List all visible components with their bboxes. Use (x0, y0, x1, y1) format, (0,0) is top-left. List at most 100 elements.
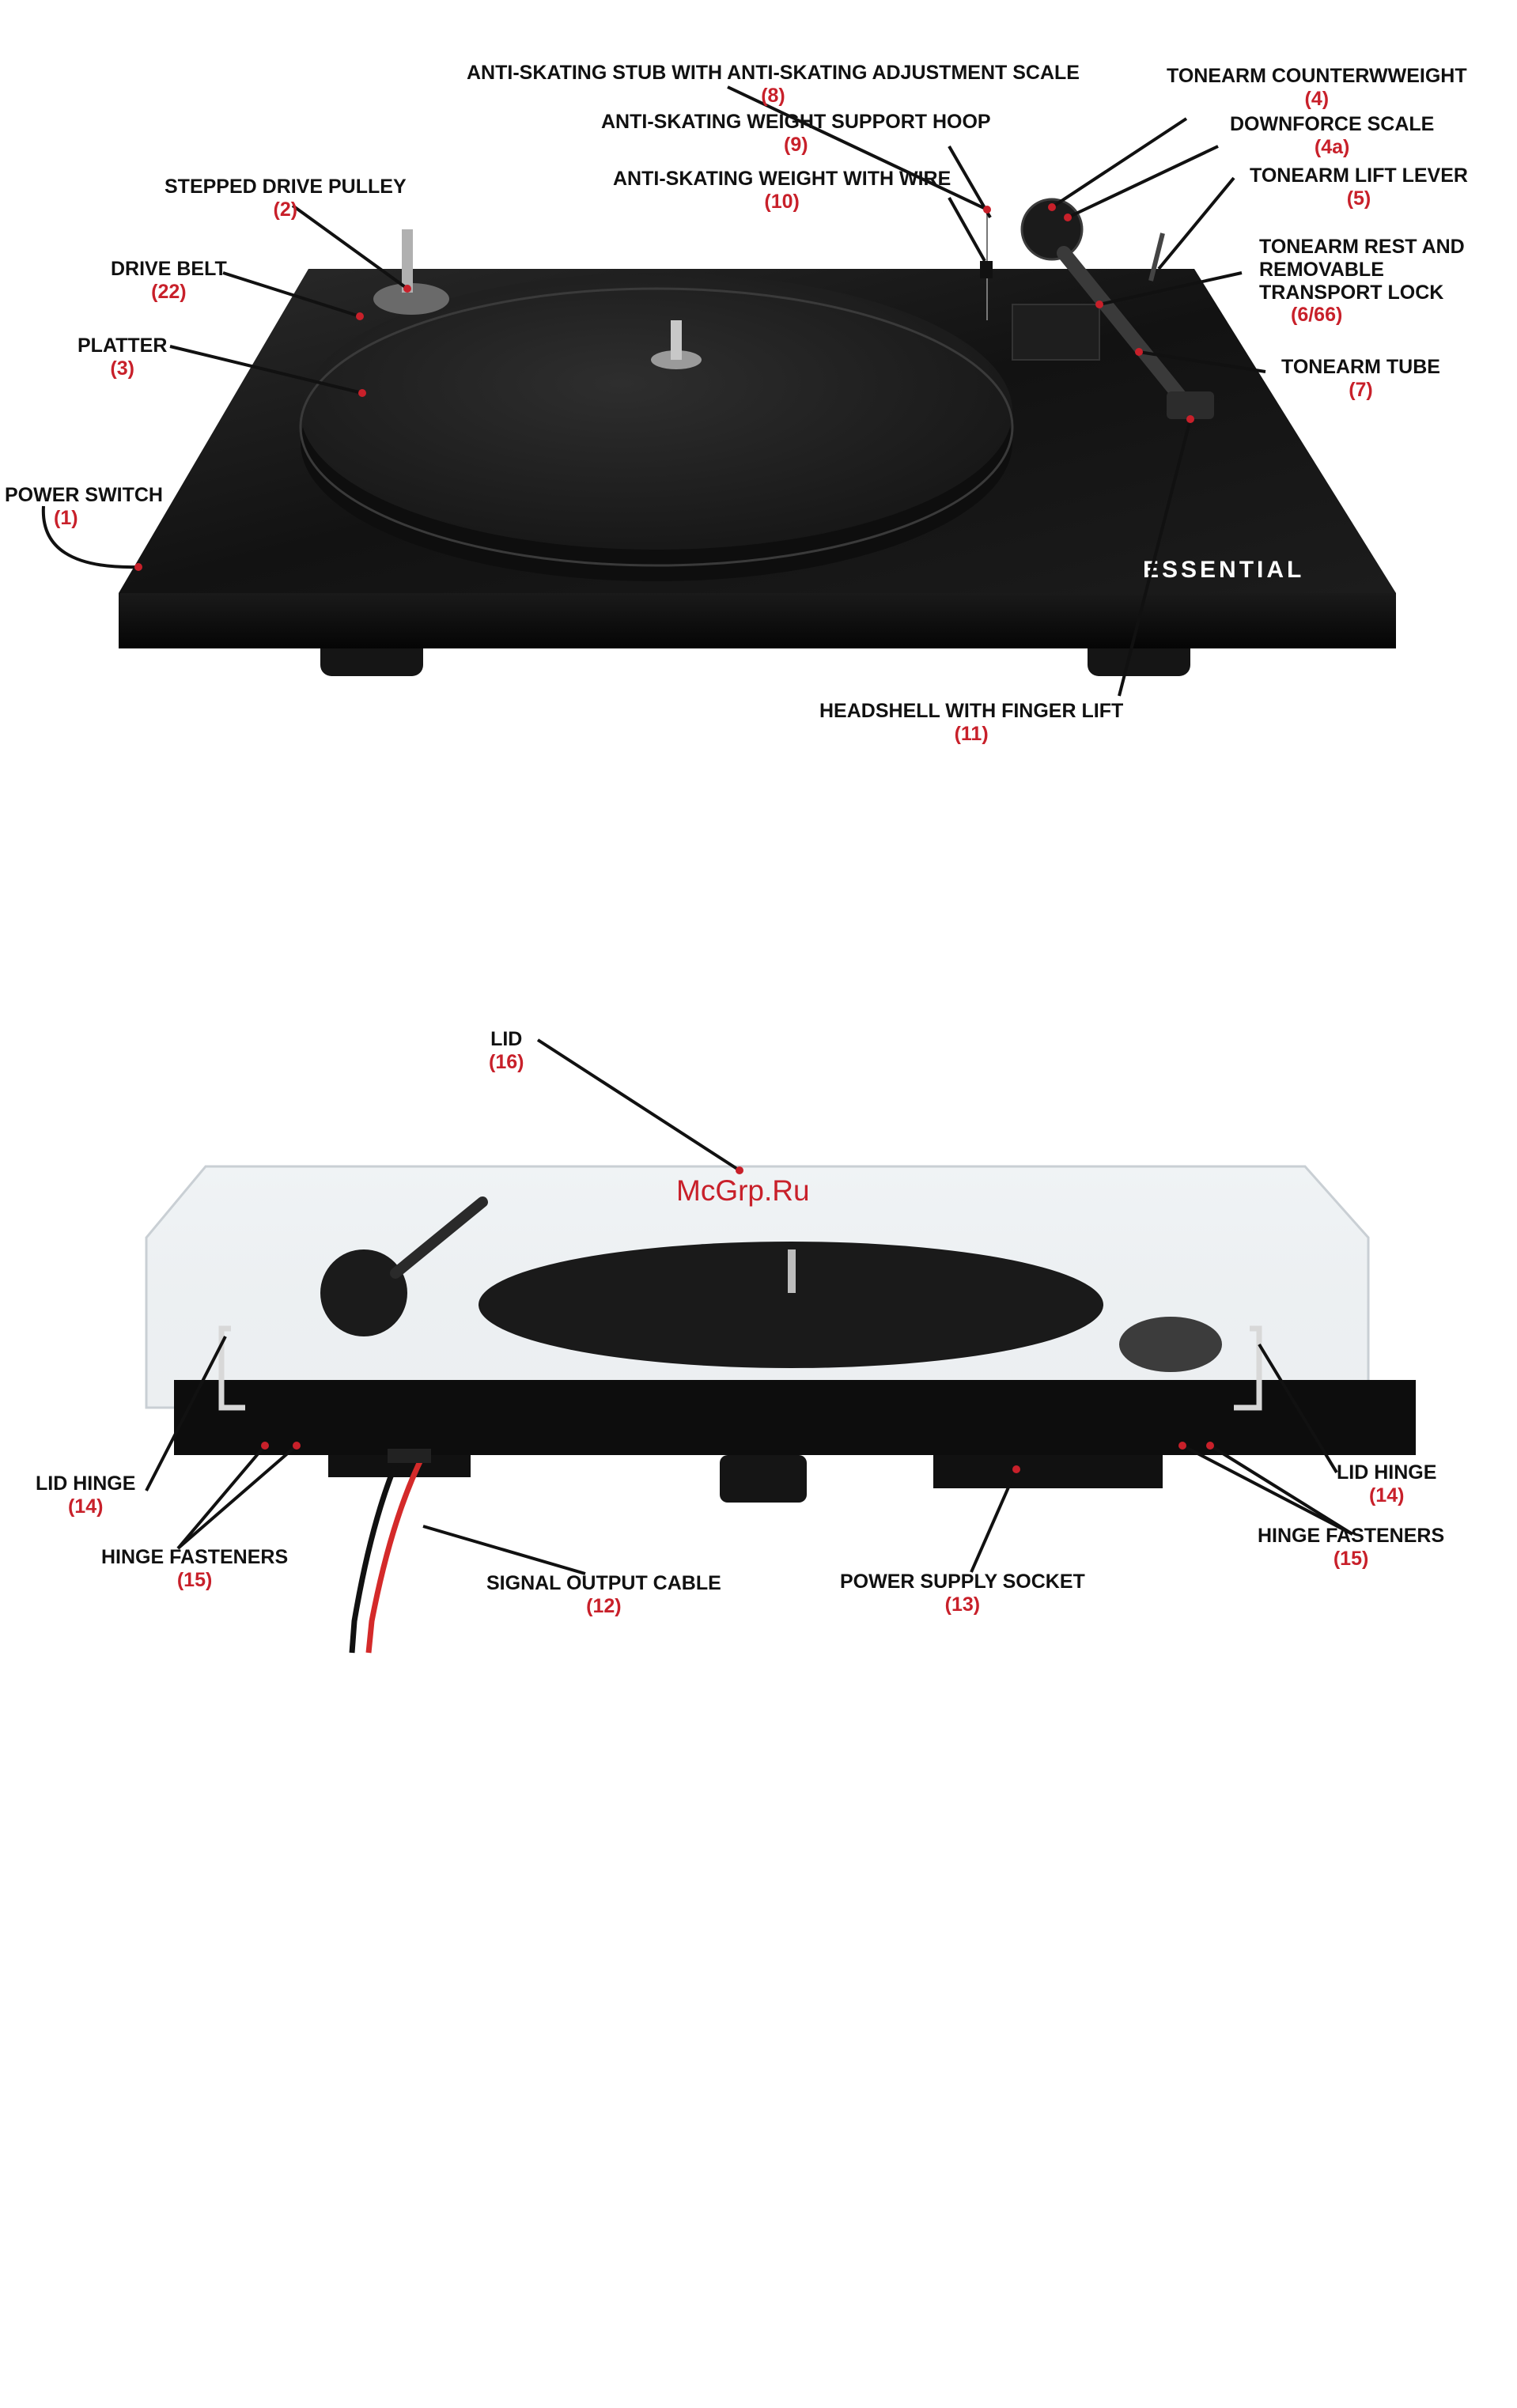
label-title: HINGE FASTENERS (101, 1546, 289, 1568)
rear-tonearm-tube (390, 1196, 488, 1279)
label-number: (10) (764, 190, 800, 213)
label-headshell: HEADSHELL WITH FINGER LIFT (11) (819, 700, 1123, 746)
tonearm-base (1012, 304, 1100, 361)
leader-fasteners-left-b (176, 1444, 298, 1550)
label-number: (6/66) (1291, 304, 1343, 327)
label-title: TONEARM LIFT LEVER (1250, 164, 1468, 187)
leader-lift-lever (1157, 176, 1235, 270)
dot-platter (358, 389, 366, 397)
leader-lid (536, 1038, 741, 1172)
spindle (671, 320, 682, 360)
leader-fasteners-right-b (1209, 1444, 1354, 1536)
dot-rest (1095, 301, 1103, 308)
leader-lines-top (41, 85, 1266, 697)
dot-fastener-right-a (1178, 1442, 1186, 1450)
leader-weight (948, 197, 986, 262)
label-number: (1) (54, 506, 78, 529)
label-power-switch: POWER SWITCH (1) (5, 484, 163, 530)
headshell (1167, 391, 1214, 419)
label-title: DOWNFORCE SCALE (1230, 113, 1435, 135)
label-lid-hinge-left: LID HINGE (14) (36, 1472, 135, 1518)
label-title: ANTI-SKATING WEIGHT SUPPORT HOOP (601, 111, 991, 133)
rear-plinth (174, 1380, 1416, 1455)
leader-tonearm-tube (1138, 350, 1266, 373)
label-signal-output-cable: SIGNAL OUTPUT CABLE (12) (486, 1572, 721, 1618)
label-tonearm-lift-lever: TONEARM LIFT LEVER (5) (1250, 164, 1468, 210)
leader-lid-hinge-left (145, 1336, 227, 1491)
leader-counterweight (1050, 117, 1188, 209)
label-title: TONEARM COUNTERWWEIGHT (1167, 65, 1467, 87)
dot-headshell (1186, 415, 1194, 423)
label-title: HEADSHELL WITH FINGER LIFT (819, 700, 1124, 722)
label-anti-skating-hoop: ANTI-SKATING WEIGHT SUPPORT HOOP (9) (601, 111, 991, 157)
platter-rim (299, 287, 1014, 567)
label-title: HINGE FASTENERS (1258, 1525, 1445, 1547)
label-title: SIGNAL OUTPUT CABLE (486, 1572, 721, 1594)
label-number: (7) (1349, 378, 1373, 401)
label-tonearm-rest: TONEARM REST AND REMOVABLE TRANSPORT LOC… (1259, 236, 1465, 327)
label-lid: LID (16) (489, 1028, 524, 1074)
pulley-post (402, 229, 413, 293)
dot-pulley (403, 285, 411, 293)
dot-counterweight (1048, 203, 1056, 211)
label-platter: PLATTER (3) (78, 335, 167, 380)
hinge-right (1234, 1325, 1262, 1411)
leader-tonearm-rest (1099, 271, 1243, 306)
label-number: (4) (1304, 87, 1330, 110)
rear-spindle (788, 1249, 796, 1293)
leader-pulley (291, 204, 409, 290)
label-title: POWER SUPPLY SOCKET (840, 1571, 1085, 1593)
brand-logo: ESSENTIAL (1143, 557, 1304, 583)
rear-pulley (1119, 1317, 1222, 1372)
label-number: (14) (1368, 1484, 1405, 1506)
label-lid-hinge-right: LID HINGE (14) (1337, 1461, 1436, 1507)
label-title: POWER SWITCH (5, 484, 163, 506)
label-tonearm-counterweight: TONEARM COUNTERWWEIGHT (4) (1167, 65, 1467, 111)
label-power-supply-socket: POWER SUPPLY SOCKET (13) (840, 1571, 1085, 1616)
label-title: STEPPED DRIVE PULLEY (165, 176, 407, 198)
leader-power-switch (41, 505, 139, 569)
leader-platter (169, 345, 363, 395)
label-number: (15) (176, 1568, 213, 1591)
anti-skate-weight (980, 261, 993, 278)
turntable-rear-view (145, 1165, 1416, 1654)
label-number: (2) (273, 198, 298, 221)
label-number: (8) (761, 84, 785, 107)
rear-jacks (388, 1449, 431, 1463)
leader-hoop (948, 145, 992, 219)
label-anti-skating-stub: ANTI-SKATING STUB WITH ANTI-SKATING ADJU… (467, 62, 1080, 108)
label-anti-skating-weight: ANTI-SKATING WEIGHT WITH WIRE (10) (613, 168, 951, 214)
label-drive-belt: DRIVE BELT (22) (111, 258, 227, 304)
label-number: (5) (1346, 187, 1371, 210)
dot-power (134, 563, 142, 571)
label-number: (22) (151, 280, 187, 303)
label-number: (9) (784, 133, 808, 156)
label-title-line3: TRANSPORT LOCK (1259, 281, 1444, 304)
dot-downforce (1064, 214, 1072, 221)
label-title: ANTI-SKATING WEIGHT WITH WIRE (613, 168, 951, 190)
label-number: (3) (110, 357, 134, 380)
label-title: ANTI-SKATING STUB WITH ANTI-SKATING ADJU… (467, 62, 1080, 84)
label-stepped-drive-pulley: STEPPED DRIVE PULLEY (2) (165, 176, 407, 221)
label-number: (13) (944, 1593, 981, 1616)
rear-tonearm-counterweight (320, 1249, 407, 1336)
leader-dots-bottom (261, 1166, 1214, 1473)
leader-signal-cable (422, 1525, 586, 1575)
leader-fasteners-left-a (176, 1444, 267, 1550)
label-title: LID HINGE (1337, 1461, 1437, 1484)
label-hinge-fasteners-right: HINGE FASTENERS (15) (1258, 1525, 1444, 1571)
label-number: (4a) (1314, 135, 1350, 158)
label-tonearm-tube: TONEARM TUBE (7) (1281, 356, 1440, 402)
label-title-line1: TONEARM REST AND (1259, 236, 1465, 258)
label-title: LID (490, 1028, 523, 1050)
leader-headshell (1118, 418, 1192, 697)
label-title: LID HINGE (36, 1472, 136, 1495)
label-title: DRIVE BELT (111, 258, 227, 280)
plinth-front (119, 593, 1396, 648)
watermark: McGrp.Ru (676, 1174, 810, 1207)
dot-fastener-left-a (261, 1442, 269, 1450)
dot-anti-skating (983, 206, 991, 214)
leader-psu (970, 1469, 1018, 1573)
label-hinge-fasteners-left: HINGE FASTENERS (15) (101, 1546, 288, 1592)
